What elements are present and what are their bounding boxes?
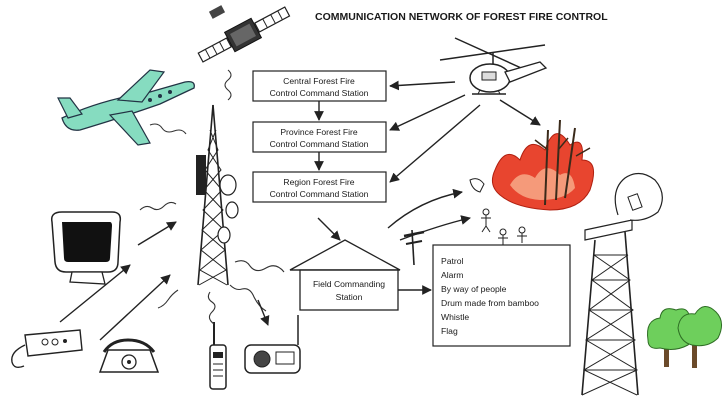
field-station-box: Field Commanding Station xyxy=(289,239,401,311)
region-station-box: Region Forest Fire Control Command Stati… xyxy=(252,171,387,203)
field-station-line2: Station xyxy=(336,292,363,302)
method-item: Drum made from bamboo xyxy=(441,298,539,308)
method-item: Patrol xyxy=(441,256,464,266)
field-station-line1: Field Commanding xyxy=(313,279,385,289)
method-item: Whistle xyxy=(441,312,469,322)
fire-icon xyxy=(491,119,595,211)
arrow-heli-central xyxy=(389,80,456,91)
province-station-line2: Control Command Station xyxy=(270,139,369,149)
arrow-region-to-field xyxy=(317,217,341,241)
arrow-fax-tower xyxy=(59,264,131,323)
signal-wave xyxy=(157,289,179,309)
fax-icon xyxy=(11,329,83,369)
province-station-line1: Province Forest Fire xyxy=(280,127,358,137)
central-station-line2: Control Command Station xyxy=(270,88,369,98)
radio-icon xyxy=(244,315,301,374)
signal-wave xyxy=(234,260,285,273)
telephone-icon xyxy=(98,338,160,373)
airplane-icon xyxy=(57,69,195,146)
arrow-heli-region xyxy=(389,104,481,183)
arrow-telephone-tower xyxy=(99,274,171,341)
arrow-tower-radio xyxy=(257,299,270,326)
method-item: By way of people xyxy=(441,284,507,294)
arrow-monitor-tower xyxy=(137,221,177,246)
central-station-line1: Central Forest Fire xyxy=(283,76,355,86)
radio-tower-icon xyxy=(196,104,239,286)
diagram-title: COMMUNICATION NETWORK OF FOREST FIRE CON… xyxy=(315,11,608,23)
province-station-box: Province Forest Fire Control Command Sta… xyxy=(252,121,387,153)
helicopter-icon xyxy=(439,37,548,95)
signal-wave xyxy=(149,123,187,135)
region-station-line1: Region Forest Fire xyxy=(283,177,354,187)
walkie-talkie-icon xyxy=(209,322,227,390)
method-item: Alarm xyxy=(441,270,463,280)
lookout-tower-icon xyxy=(581,172,663,396)
region-station-line2: Control Command Station xyxy=(270,189,369,199)
arrow-heli-province xyxy=(389,94,466,131)
signal-wave xyxy=(207,291,216,325)
method-item: Flag xyxy=(441,326,458,336)
central-station-box: Central Forest Fire Control Command Stat… xyxy=(252,70,387,102)
methods-box: Patrol Alarm By way of people Drum made … xyxy=(432,244,571,347)
signal-wave xyxy=(224,69,232,101)
signal-wave xyxy=(139,201,177,211)
arrow-to-fire-team xyxy=(387,188,463,229)
monitor-icon xyxy=(50,211,122,285)
arrow-heli-fire xyxy=(499,99,541,126)
arrow-to-people xyxy=(399,215,471,241)
satellite-icon xyxy=(197,5,291,63)
people-icon xyxy=(469,178,527,245)
trees-icon xyxy=(647,306,722,368)
